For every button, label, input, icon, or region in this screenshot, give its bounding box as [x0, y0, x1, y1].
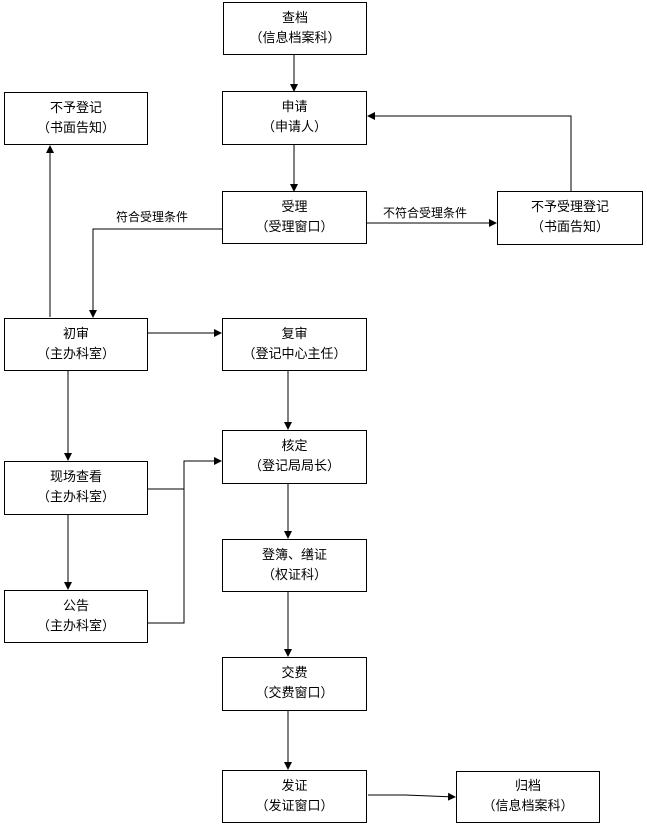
- node-subtitle: （交费窗口）: [255, 686, 334, 701]
- node-subtitle: （登记局局长）: [248, 459, 340, 474]
- node-apply: 申请 （申请人）: [222, 91, 367, 145]
- node-title: 受理: [281, 199, 308, 215]
- node-title: 核定: [281, 439, 308, 454]
- node-title: 现场查看: [49, 470, 102, 485]
- node-title: 初审: [62, 326, 89, 342]
- node-no-accept: 不予受理登记 （书面告知）: [497, 191, 643, 245]
- node-onsite-inspection: 现场查看 （主办科室）: [4, 461, 148, 515]
- node-check-archive: 查档 （信息档案科）: [223, 2, 367, 55]
- node-title: 复审: [281, 326, 308, 342]
- node-title: 不予受理登记: [530, 200, 609, 215]
- node-subtitle: （书面告知）: [530, 220, 609, 235]
- node-title: 交费: [281, 666, 308, 681]
- node-subtitle: （发证窗口）: [255, 798, 334, 814]
- node-verify: 核定 （登记局局长）: [222, 430, 367, 484]
- node-subtitle: （信息档案科）: [249, 30, 341, 46]
- node-archive: 归档 （信息档案科）: [456, 771, 600, 823]
- node-subtitle: （主办科室）: [36, 346, 115, 362]
- node-accept: 受理 （受理窗口）: [222, 191, 367, 244]
- node-subtitle: （登记中心主任）: [242, 346, 347, 362]
- edge-issue-to-archive: [368, 792, 456, 801]
- node-title: 公告: [62, 598, 89, 614]
- node-subtitle: （权证科）: [261, 567, 327, 583]
- node-title: 登簿、缮证: [261, 547, 327, 563]
- node-issue-certificate: 发证 （发证窗口）: [222, 770, 367, 823]
- edge-onsite-to-verify: [148, 457, 222, 490]
- edge-announce-to-verify: [148, 489, 185, 624]
- node-first-review: 初审 （主办科室）: [4, 318, 148, 371]
- node-title: 查档: [281, 10, 308, 26]
- node-title: 申请: [281, 100, 308, 115]
- node-title: 不予登记: [49, 100, 102, 116]
- edge-noaccept-to-apply: [367, 112, 572, 191]
- node-subtitle: （信息档案科）: [482, 799, 574, 814]
- node-title: 归档: [514, 779, 541, 794]
- node-title: 发证: [281, 778, 308, 794]
- label-not-meet-conditions: 不符合受理条件: [383, 206, 468, 220]
- node-subtitle: （主办科室）: [36, 618, 115, 634]
- node-no-register: 不予登记 （书面告知）: [4, 92, 148, 145]
- node-register-certificate: 登簿、缮证 （权证科）: [222, 539, 367, 592]
- node-subtitle: （申请人）: [261, 120, 327, 135]
- edge-accept-to-firstreview: [89, 228, 222, 318]
- node-subtitle: （书面告知）: [36, 120, 115, 136]
- node-second-review: 复审 （登记中心主任）: [222, 318, 367, 371]
- node-subtitle: （受理窗口）: [255, 219, 334, 235]
- node-announcement: 公告 （主办科室）: [4, 590, 148, 643]
- label-meets-conditions: 符合受理条件: [116, 210, 189, 224]
- node-pay-fee: 交费 （交费窗口）: [222, 657, 367, 711]
- node-subtitle: （主办科室）: [36, 490, 115, 505]
